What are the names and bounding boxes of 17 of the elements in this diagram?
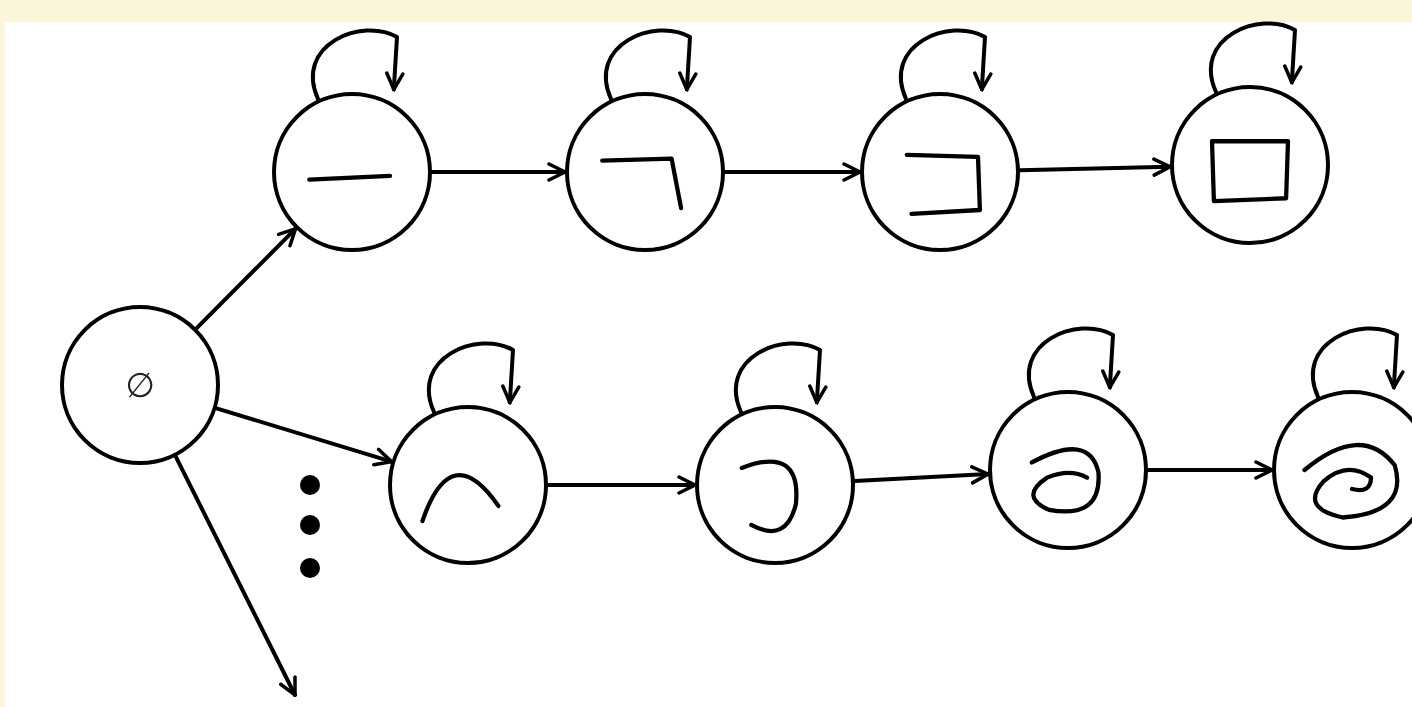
arrow (1018, 157, 1172, 177)
arrow (430, 162, 567, 182)
arrow (214, 406, 394, 467)
state-label: ∅ (125, 368, 155, 402)
arrow (194, 226, 298, 331)
self-loop-arrow (603, 28, 698, 102)
self-loop-arrow (898, 28, 993, 102)
self-loop-arrow (1208, 21, 1303, 95)
self-loop-arrow (733, 341, 828, 415)
arrow (173, 454, 297, 697)
self-loop-arrow (310, 28, 405, 102)
self-loop-arrow (426, 341, 521, 415)
arrow (1146, 460, 1274, 480)
arrow (723, 162, 862, 182)
self-loop-arrow (1026, 326, 1121, 400)
self-loop-arrow (1310, 326, 1405, 400)
arrow (546, 475, 697, 495)
